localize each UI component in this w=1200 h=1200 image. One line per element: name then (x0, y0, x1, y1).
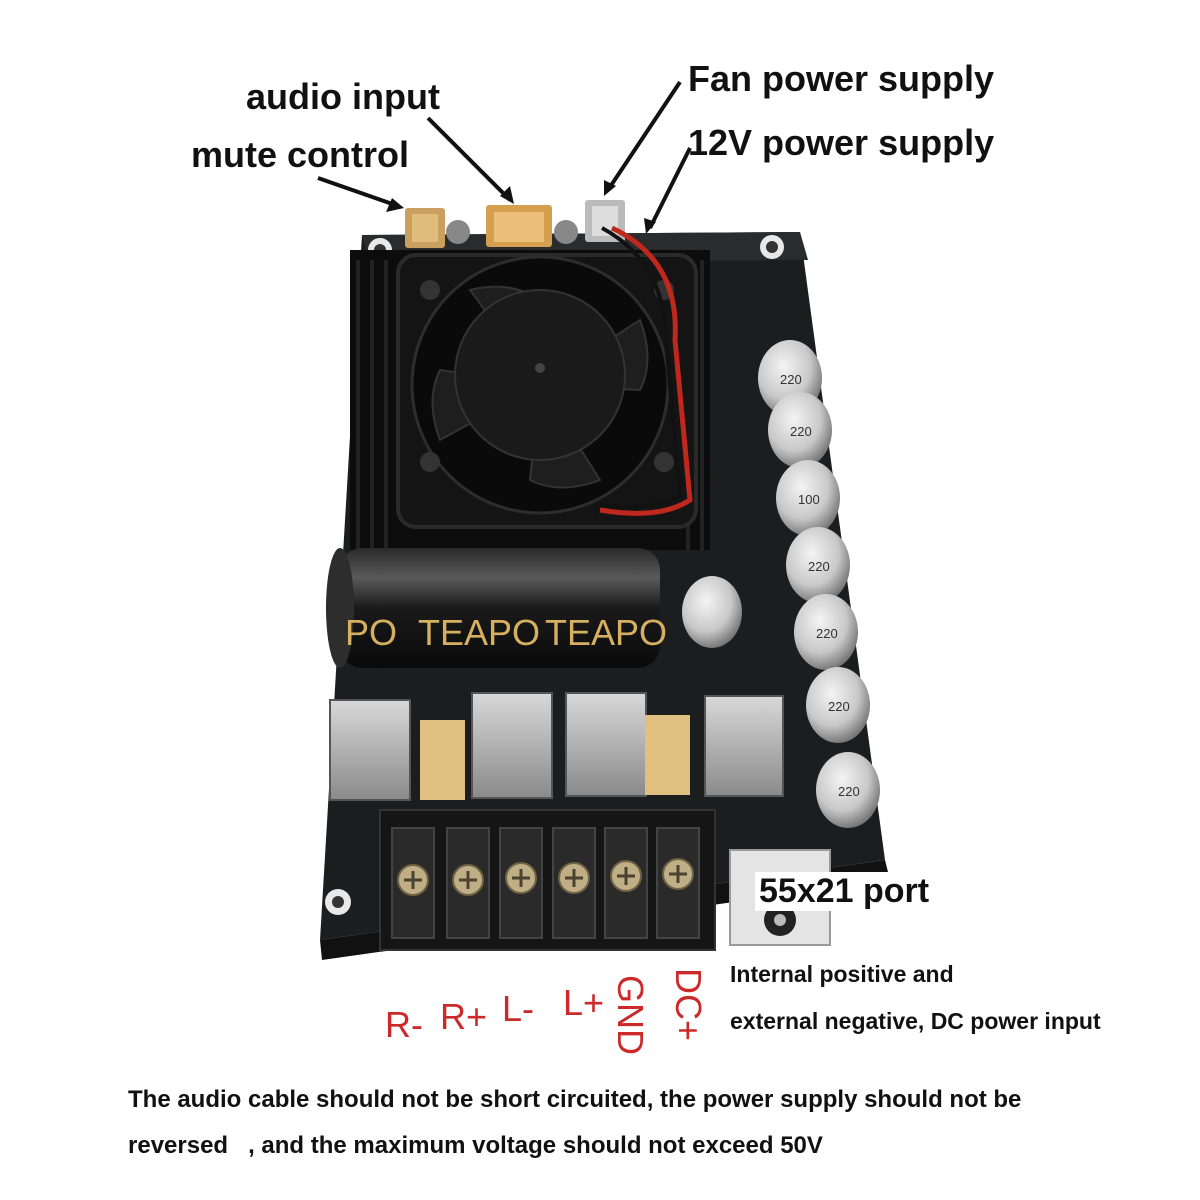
label-audio-input: audio input (246, 76, 440, 117)
label-port: 55x21 port (755, 872, 934, 911)
small-cap-label: 220 (790, 424, 812, 439)
terminal-r-plus: R+ (440, 996, 488, 1037)
arrow-heads (386, 180, 656, 234)
warning-line-1: The audio cable should not be short circ… (128, 1086, 1022, 1113)
terminal-dc-plus: DC+ (668, 968, 709, 1042)
label-mute-control: mute control (191, 134, 410, 175)
fan-wire (599, 226, 683, 510)
potentiometer (446, 220, 470, 244)
arrow-fan (606, 80, 682, 192)
terminal-r-minus: R- (385, 1004, 423, 1045)
small-cap-label: 220 (838, 784, 860, 799)
cooling-fan (396, 253, 698, 529)
arrow-12v (648, 147, 692, 229)
small-cap-label: 100 (798, 492, 820, 507)
fan-wire (599, 225, 693, 516)
small-capacitors: 220 220 100 220 220 220 220 (682, 340, 880, 828)
mute-connector (405, 208, 445, 248)
terminal-gnd: GND (610, 975, 651, 1055)
small-cap-label: 220 (780, 372, 802, 387)
small-cap-label: 220 (828, 699, 850, 714)
inductors (329, 692, 784, 801)
small-cap-label: 220 (816, 626, 838, 641)
audio-input-connector (486, 205, 552, 247)
capacitor-brand-3: TEAPO (545, 612, 667, 653)
label-dc-note-2: external negative, DC power input (730, 1008, 1101, 1034)
label-12v-power-supply: 12V power supply (688, 122, 995, 163)
arrow-audio (426, 116, 512, 202)
capacitor-brand-2: TEAPO (418, 612, 540, 653)
warning-line-2: reversed , and the maximum voltage shoul… (128, 1132, 823, 1159)
terminal-l-plus: L+ (563, 982, 605, 1023)
capacitor-brand-1: PO (345, 612, 397, 653)
smd-components (420, 715, 690, 800)
terminal-l-minus: L- (502, 988, 535, 1029)
small-cap-label: 220 (808, 559, 830, 574)
fan-power-connector (585, 200, 625, 242)
terminal-block (379, 809, 716, 951)
main-capacitor: PO TEAPO TEAPO (326, 548, 667, 668)
arrow-mute (317, 176, 399, 208)
annotation-arrows (317, 80, 692, 229)
label-fan-power-supply: Fan power supply (688, 58, 995, 99)
potentiometer (554, 220, 578, 244)
label-dc-note-1: Internal positive and (730, 961, 954, 987)
